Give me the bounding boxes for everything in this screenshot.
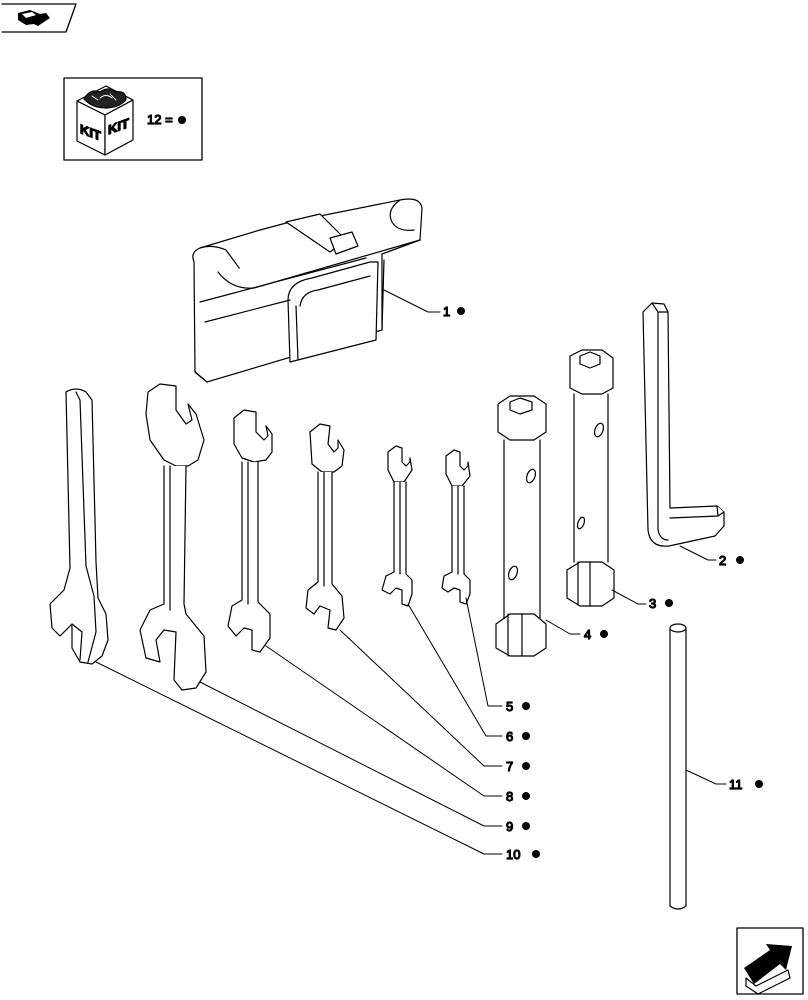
callout-4-label: 4 [584,627,591,642]
next-nav-button[interactable] [736,927,804,995]
callout-11-label: 11 [729,777,743,792]
allen-key [642,302,725,547]
leader-lines [95,289,727,855]
callout-3-dot [665,599,673,607]
box-spanner-large [566,349,615,607]
wrench-single-large [49,388,109,665]
kit-legend-text: 12 = [147,112,173,127]
box-spanner-medium [495,395,547,657]
leader-5 [465,597,503,707]
book-back-icon [18,10,50,26]
tool-bag [192,198,423,383]
leader-8 [265,645,503,797]
leader-7 [339,629,503,767]
callout-7-dot [522,762,530,770]
leader-9 [199,681,503,827]
callout-3-label: 3 [649,596,656,611]
callout-8-label: 8 [506,789,513,804]
callout-2-label: 2 [719,553,726,568]
next-page-arrow-icon [744,944,792,995]
callout-9-label: 9 [506,819,513,834]
callout-10-dot [532,850,540,858]
leader-11 [685,769,727,785]
callout-5-dot [522,702,530,710]
callout-9-dot [522,822,530,830]
leader-3 [611,589,647,605]
callout-1-label: 1 [443,304,450,319]
callout-2-dot [736,556,744,564]
tommy-bar [669,623,687,910]
leader-2 [679,545,717,561]
callout-6-label: 6 [506,729,513,744]
leader-6 [407,603,503,737]
callout-6-dot [522,732,530,740]
callout-4-dot [600,630,608,638]
wrench-double-9 [139,383,207,691]
wrench-double-5 [441,449,471,605]
callout-10-label: 10 [506,847,520,862]
kit-legend-dot [178,116,186,124]
leader-1 [383,289,441,313]
callout-11-dot [755,780,763,788]
leader-4 [545,619,581,635]
callout-7-label: 7 [506,759,513,774]
leader-10 [95,661,503,855]
callout-8-dot [522,792,530,800]
callout-5-label: 5 [506,699,513,714]
kit-box-icon: KIT KIT [76,85,134,156]
kit-legend: KIT KIT 12 = [63,77,203,161]
wrench-double-7 [305,423,345,631]
back-nav-button[interactable] [1,3,77,33]
callout-1-dot [457,307,465,315]
callout-labels: 1 2 3 4 5 6 7 8 9 10 11 [442,303,763,863]
wrench-double-6 [381,445,413,607]
wrench-double-8 [227,409,273,653]
